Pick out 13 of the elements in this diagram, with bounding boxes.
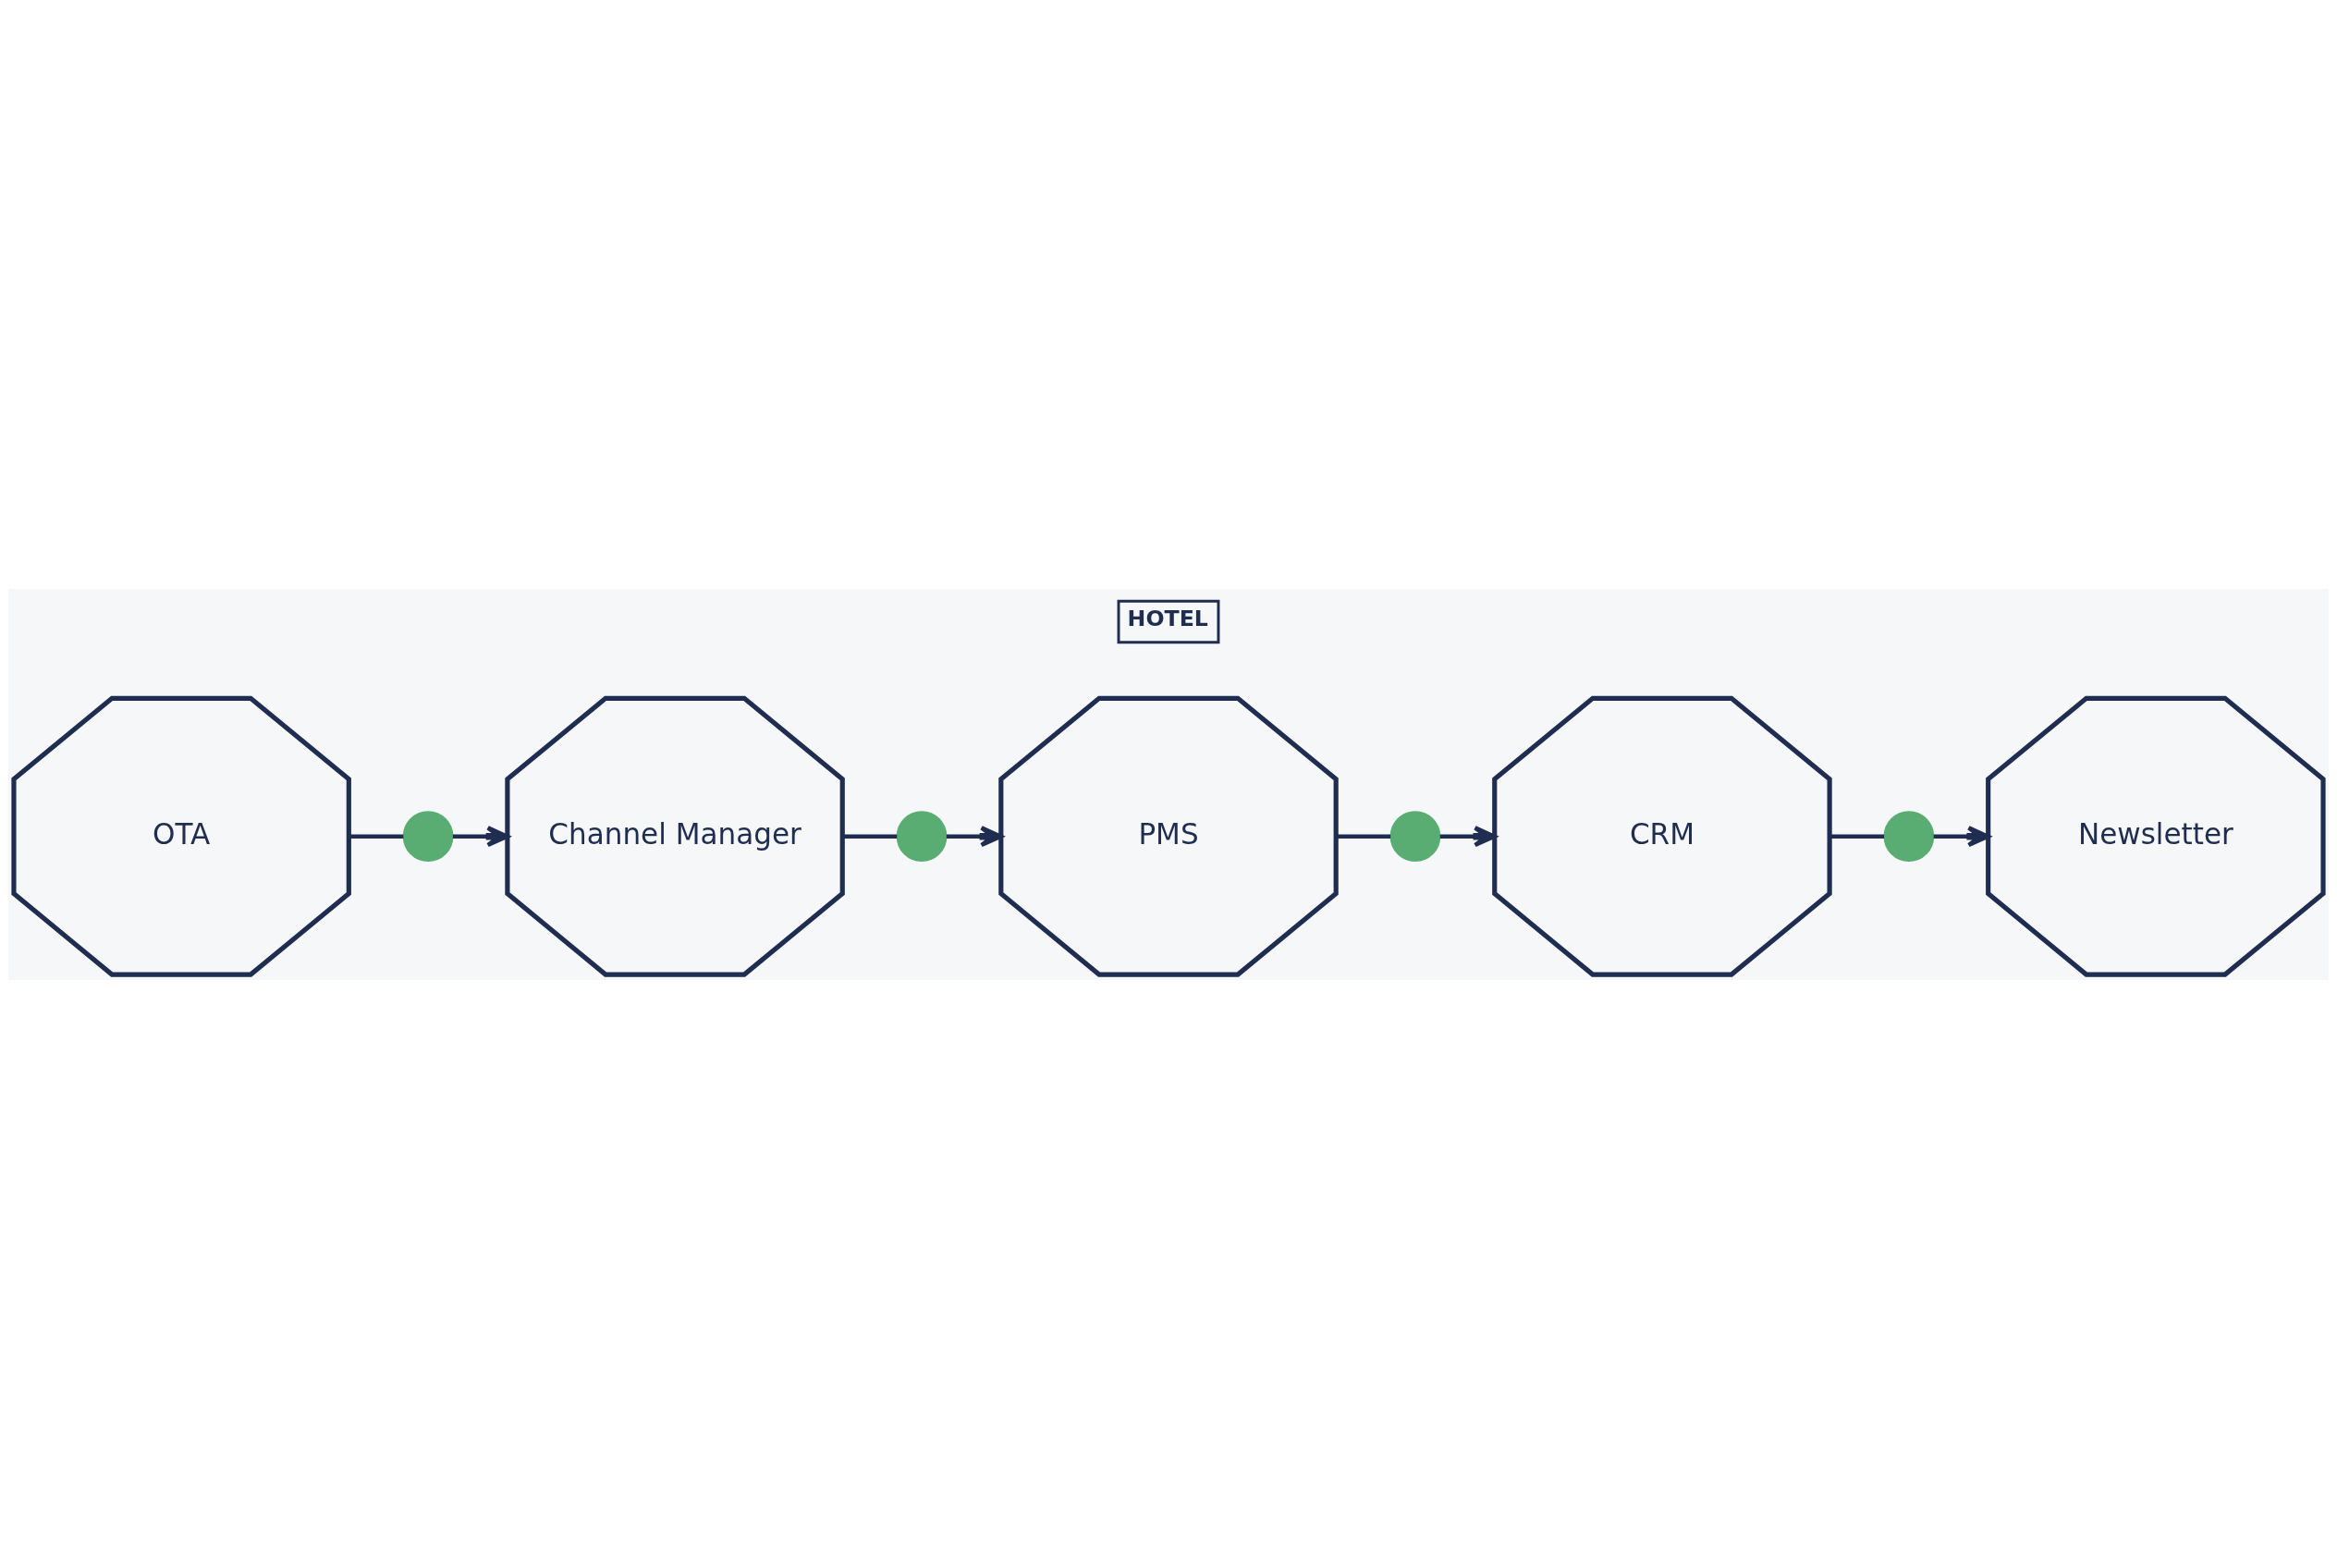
connector xyxy=(1829,834,1885,839)
connector xyxy=(349,834,404,839)
arrow xyxy=(946,825,1003,847)
arrow xyxy=(1933,825,1990,847)
label: HOTEL xyxy=(1127,605,1208,631)
connector xyxy=(842,834,898,839)
arrow xyxy=(1439,825,1497,847)
connector xyxy=(1336,834,1391,839)
node-circle xyxy=(402,810,454,862)
node-circle xyxy=(1883,810,1935,862)
node-circle xyxy=(1389,810,1441,862)
arrow xyxy=(452,825,509,847)
node-circle xyxy=(896,810,948,862)
